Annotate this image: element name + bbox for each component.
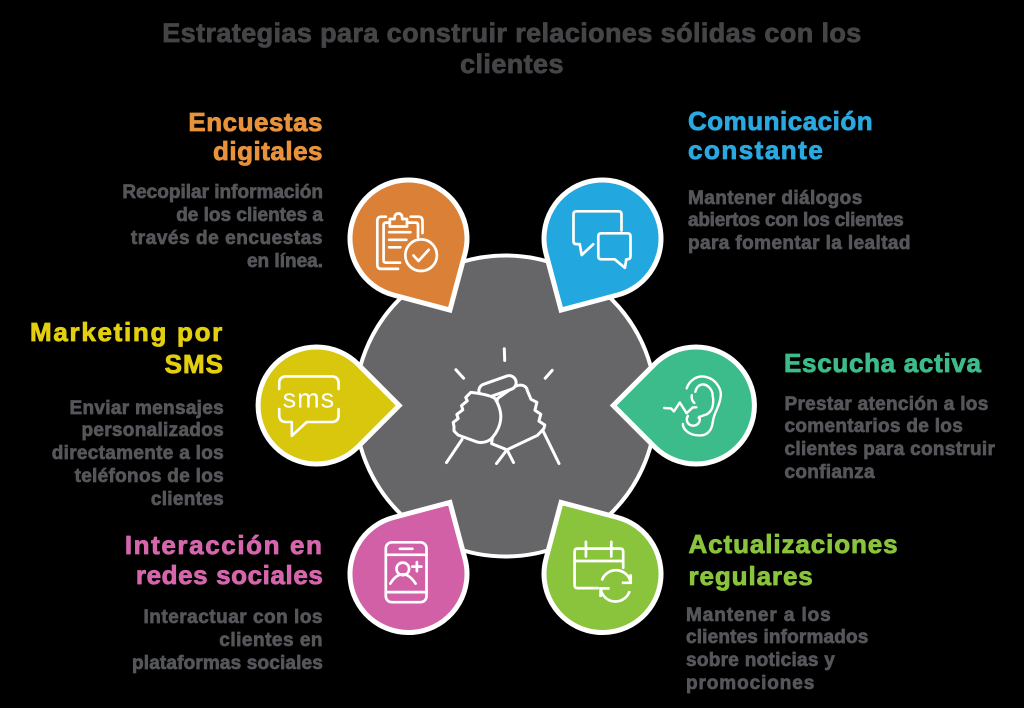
svg-text:sms: sms bbox=[283, 384, 336, 414]
